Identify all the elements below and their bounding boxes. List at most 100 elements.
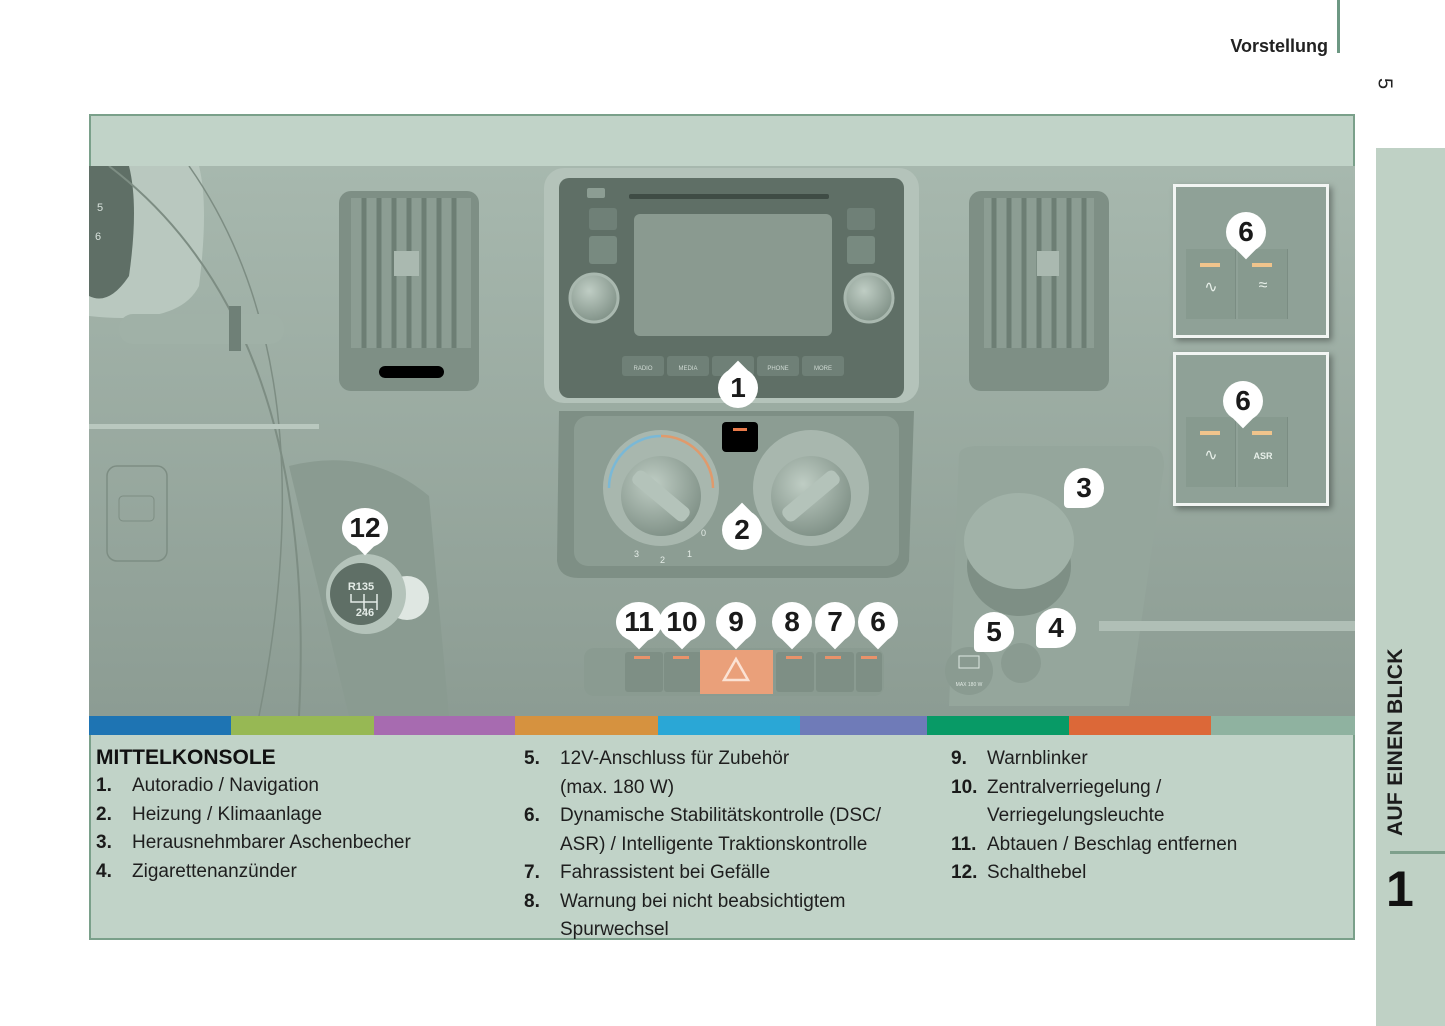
fan-speed-label: 0 xyxy=(701,528,706,538)
callout-8: 8 xyxy=(772,602,812,650)
legend-item: 3. Herausnehmbarer Aschenbecher xyxy=(96,829,411,858)
radio-button-label: RADIO xyxy=(633,366,652,372)
legend-number: 5. xyxy=(524,748,540,769)
gear-shift-knob: R135 246 xyxy=(289,460,449,716)
hill-descent-icon: ∿ xyxy=(1204,279,1218,296)
color-segment xyxy=(658,716,800,735)
wiper-stalk xyxy=(119,306,284,351)
callout-7: 7 xyxy=(815,602,855,650)
color-segment xyxy=(1069,716,1211,735)
legend-text: Autoradio / Navigation xyxy=(132,775,319,796)
callout-3: 3 xyxy=(1064,468,1104,516)
legend-item: 1. Autoradio / Navigation xyxy=(96,772,411,801)
legend-text: Zentralverriegelung / Verriegelungsleuch… xyxy=(987,776,1165,827)
legend-number: 7. xyxy=(524,862,540,883)
hazard-triangle-icon xyxy=(721,656,751,682)
shift-pattern-top: R135 xyxy=(348,581,374,593)
callout-6-inset-2: 6 xyxy=(1223,381,1263,429)
climate-control-panel: 3 2 1 0 xyxy=(557,411,914,578)
traction-icon: ≈ xyxy=(1258,277,1268,294)
legend-number: 2. xyxy=(96,803,112,825)
ashtray xyxy=(964,493,1074,589)
radio-button-row: RADIO MEDIA PHONE MORE xyxy=(622,356,844,376)
color-segment xyxy=(89,716,231,735)
steering-wheel-controls xyxy=(106,465,168,562)
legend-text: Fahrassistent bei Gefälle xyxy=(560,862,771,883)
radio-unit: RADIO MEDIA PHONE MORE xyxy=(544,168,919,403)
callout-1: 1 xyxy=(718,368,758,416)
hill-descent-icon: ∿ xyxy=(1204,447,1218,464)
volume-knob xyxy=(568,272,620,324)
legend-text: Warnung bei nicht beabsichtigtem Spurwec… xyxy=(560,890,846,941)
legend-item: 9.Warnblinker xyxy=(951,745,1237,774)
legend-item: 12.Schalthebel xyxy=(951,859,1237,888)
legend-item: 7. Fahrassistent bei Gefälle xyxy=(524,859,881,888)
hazard-button xyxy=(700,650,773,694)
steering-wheel-rim-inner xyxy=(188,166,284,716)
traction-control-button: ≈ xyxy=(1238,249,1288,319)
steering-wheel-rim xyxy=(108,166,302,716)
fan-speed-label: 3 xyxy=(634,549,639,559)
legend-text: Abtauen / Beschlag entfernen xyxy=(987,833,1238,855)
phone-button-label: PHONE xyxy=(767,366,788,372)
callout-9: 9 xyxy=(716,602,756,650)
dashboard-drawing: 5 6 xyxy=(89,166,1355,716)
color-segment xyxy=(927,716,1069,735)
fan-speed-label: 2 xyxy=(660,555,665,565)
shift-pattern-bottom: 246 xyxy=(356,607,374,619)
dash-trim-right xyxy=(1099,621,1355,631)
radio-screen xyxy=(634,214,832,336)
callout-5: 5 xyxy=(974,612,1014,660)
fan-speed-label: 1 xyxy=(687,549,692,559)
dash-trim xyxy=(89,424,319,429)
legend-number: 12. xyxy=(951,862,978,883)
legend-text: 12V-Anschluss für Zubehör (max. 180 W) xyxy=(560,748,790,798)
instrument-cluster: 5 6 xyxy=(89,166,204,318)
hill-descent-button: ∿ xyxy=(1186,417,1236,487)
center-switch-panel xyxy=(584,648,884,696)
callout-11: 11 xyxy=(616,602,662,650)
browse-knob xyxy=(843,272,895,324)
left-air-vent xyxy=(339,191,479,391)
color-segment xyxy=(800,716,927,735)
legend-text: Heizung / Klimaanlage xyxy=(132,803,323,825)
gauge-number: 6 xyxy=(95,231,101,243)
legend-number: 4. xyxy=(96,860,112,882)
running-head: Vorstellung xyxy=(1230,36,1328,56)
stability-control-inset-1: ∿ ≈ xyxy=(1173,184,1329,338)
legend-text: Dynamische Stabilitätskontrolle (DSC/ AS… xyxy=(560,805,882,855)
legend-number: 10. xyxy=(951,776,978,798)
legend-item: 4.Zigarettenanzünder xyxy=(96,858,411,887)
header-rule xyxy=(1337,0,1340,53)
section-color-bar xyxy=(89,716,1355,735)
legend-number: 3. xyxy=(96,832,112,853)
color-segment xyxy=(374,716,515,735)
media-button-label: MEDIA xyxy=(678,366,697,372)
cigarette-lighter xyxy=(1001,643,1041,683)
gauge-number: 5 xyxy=(97,202,103,214)
legend-item: 11.Abtauen / Beschlag entfernen xyxy=(951,831,1237,860)
chapter-tab xyxy=(1376,148,1445,1026)
chapter-tab-label: AUF EINEN BLICK xyxy=(1384,648,1407,836)
legend-text: Warnblinker xyxy=(987,748,1088,769)
page-number: 5 xyxy=(1373,77,1396,90)
chapter-tab-divider xyxy=(1390,851,1445,854)
color-segment xyxy=(231,716,374,735)
asr-label: ASR xyxy=(1253,451,1273,461)
legend-item: 2. Heizung / Klimaanlage xyxy=(96,801,411,830)
legend-title: MITTELKONSOLE xyxy=(96,746,276,769)
legend-number: 1. xyxy=(96,775,112,796)
legend-column-2: 5. 12V-Anschluss für Zubehör (max. 180 W)… xyxy=(524,745,881,945)
ashtray-console: MAX 180 W xyxy=(945,446,1164,706)
socket-label: MAX 180 W xyxy=(956,682,983,688)
legend-item: 8. Warnung bei nicht beabsichtigtem Spurw… xyxy=(524,888,881,945)
stability-control-inset-2: ∿ ASR xyxy=(1173,352,1329,506)
callout-10: 10 xyxy=(659,602,705,650)
legend-item: 6.Dynamische Stabilitätskontrolle (DSC/ … xyxy=(524,802,881,859)
legend-text: Herausnehmbarer Aschenbecher xyxy=(132,832,411,853)
legend-item: 5. 12V-Anschluss für Zubehör (max. 180 W) xyxy=(524,745,881,802)
chapter-number: 1 xyxy=(1386,861,1414,917)
color-segment xyxy=(515,716,658,735)
legend-number: 8. xyxy=(524,890,540,912)
hill-descent-button: ∿ xyxy=(1186,249,1236,319)
